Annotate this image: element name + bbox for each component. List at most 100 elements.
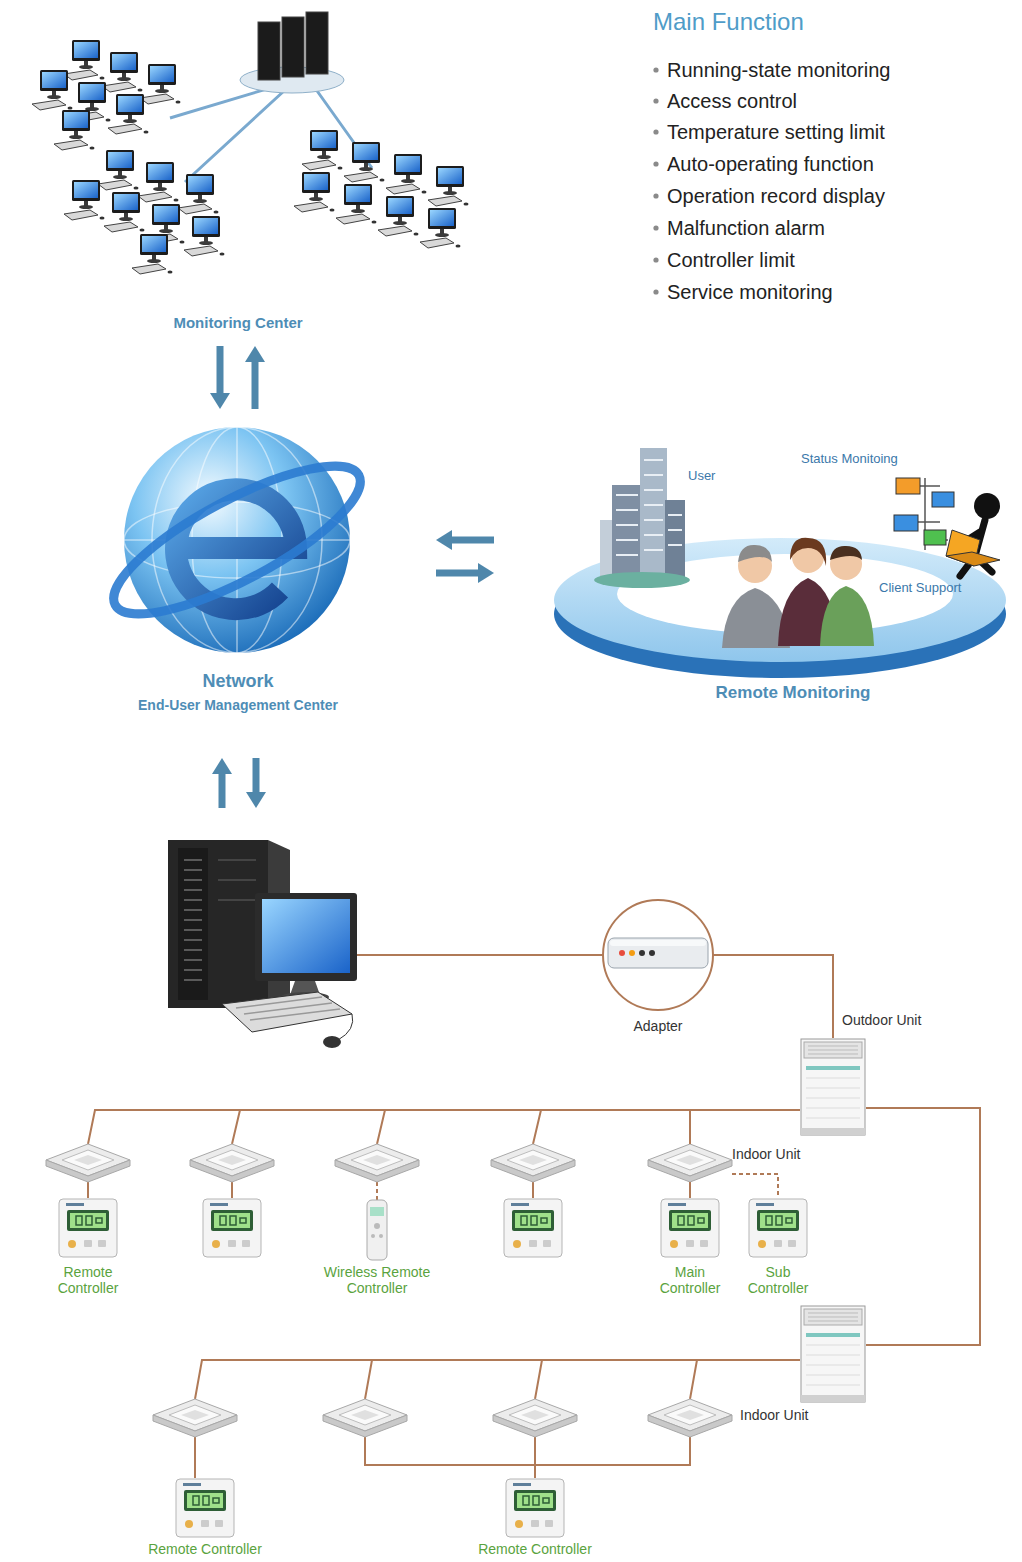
- node-label: Indoor Unit: [732, 1146, 800, 1163]
- remote-monitoring-art-part: [640, 448, 667, 578]
- bullet-dots-part: [653, 193, 658, 198]
- remote-monitoring: UserStatus MonitoingClient SupportRemote…: [494, 440, 1015, 710]
- monitoring-center-art-part: [282, 17, 304, 77]
- monitoring-center-art-part: [64, 40, 105, 80]
- monitoring-center-art-part: [140, 64, 181, 104]
- monitoring-center-art-part: [184, 216, 225, 256]
- remote-monitoring-art-part: [896, 478, 920, 494]
- adapter-art-part: [619, 950, 625, 956]
- function-item: Auto-operating function: [667, 152, 874, 176]
- node-label: Adapter: [603, 1018, 713, 1035]
- remote-monitoring-art-part: [894, 515, 918, 531]
- monitoring-center-art-part: [178, 174, 219, 214]
- function-item: Service monitoring: [667, 280, 833, 304]
- adapter-art-part: [608, 938, 708, 968]
- flow-arrow: [217, 346, 224, 393]
- link-arrows-part: [253, 758, 260, 792]
- network-globe-art: [96, 427, 377, 653]
- monitoring-center: Monitoring Center: [40, 0, 436, 338]
- part-label: User: [688, 468, 715, 484]
- server-computer-part: [262, 899, 350, 973]
- node-label: Remote Controller: [43, 1264, 133, 1296]
- remote-monitoring-art-part: [820, 586, 874, 646]
- wiring-part: [195, 1360, 800, 1399]
- monitoring-center-art-part: [294, 172, 335, 212]
- remote-monitoring-art-part: [790, 538, 826, 566]
- bullet-dots-part: [653, 98, 658, 103]
- server-computer-part: [236, 997, 340, 1020]
- node-title: Monitoring Center: [40, 314, 436, 332]
- part-label: Status Monitoing: [801, 451, 898, 467]
- function-item: Temperature setting limit: [667, 120, 885, 144]
- bullet-dots-part: [653, 225, 658, 230]
- node-label: Wireless Remote Controller: [315, 1264, 439, 1296]
- hvac-units-part: [749, 1199, 807, 1257]
- bullet-dots-part: [653, 67, 658, 72]
- hvac-units-part: [203, 1199, 261, 1257]
- hvac-units-part: [153, 1399, 237, 1437]
- remote-monitoring-art-part: [946, 552, 1000, 566]
- adapter-art-part: [649, 950, 655, 956]
- wiring-part: [88, 1110, 690, 1144]
- hvac-units-part: [504, 1199, 562, 1257]
- monitoring-center-art-part: [132, 234, 173, 274]
- node-subtitle: End-User Management Center: [110, 696, 366, 714]
- signal-wire: [732, 1174, 778, 1198]
- monitoring-center-art-part: [102, 52, 143, 92]
- server-computer-part: [323, 1036, 341, 1048]
- monitoring-center-art-part: [258, 22, 280, 80]
- network-globe-art-part: [176, 489, 296, 609]
- wiring-part: [866, 1108, 980, 1345]
- indoor-unit: Indoor Unit: [646, 1140, 734, 1182]
- function-item: Operation record display: [667, 184, 885, 208]
- wiring-part: [88, 1182, 533, 1198]
- node-label: Remote Controller: [130, 1541, 280, 1557]
- server-computer-part: [222, 992, 352, 1032]
- remote-controller: Remote Controller: [460, 1478, 610, 1559]
- hvac-units-part: [323, 1399, 407, 1437]
- link-arrows: [222, 758, 256, 808]
- main-controller: Main Controller: [648, 1198, 732, 1298]
- wireless-remote-controller: Wireless Remote Controller: [315, 1198, 439, 1298]
- wiring-part: [357, 954, 603, 956]
- flow-arrow: [252, 362, 259, 409]
- bullet-dots: [653, 67, 658, 294]
- hvac-units-part: [493, 1399, 577, 1437]
- node-title: Network: [110, 670, 366, 692]
- network-globe-art-part: [96, 440, 377, 640]
- hvac-units-part: [190, 1144, 274, 1182]
- monitoring-center-art-part: [108, 94, 149, 134]
- monitoring-center-art-part: [336, 184, 377, 224]
- network-globe-art-part-part: [152, 427, 322, 653]
- function-item: Controller limit: [667, 248, 795, 272]
- remote-controller: Remote Controller: [130, 1478, 280, 1559]
- network-center: NetworkEnd-User Management Center: [110, 415, 436, 715]
- hvac-units-part: [491, 1144, 575, 1182]
- adapter-art-part: [639, 950, 645, 956]
- hvac-units-part: [506, 1479, 564, 1537]
- server-computer-part: [218, 860, 256, 900]
- monitoring-center-art-part: [344, 142, 385, 182]
- signal-wire: [689, 1182, 691, 1198]
- label-layer: Main FunctionRunning-state monitoringAcc…: [0, 0, 1022, 220]
- node-label: Indoor Unit: [740, 1407, 808, 1424]
- flow-arrow: [436, 570, 478, 577]
- wiring-part: [365, 1360, 697, 1399]
- monitoring-center-art-part: [98, 150, 139, 190]
- hvac-units-part: [661, 1199, 719, 1257]
- monitoring-center-art-part: [104, 192, 145, 232]
- monitoring-center-art-part: [302, 130, 343, 170]
- remote-monitoring-art-part: [612, 485, 642, 578]
- wiring-part: [365, 1437, 690, 1465]
- server-computer-part: [255, 893, 357, 981]
- adapter: Adapter: [603, 900, 713, 1042]
- remote-monitoring-art-part: [830, 546, 862, 560]
- adapter-art-part: [603, 900, 713, 1010]
- hvac-units-part: [648, 1144, 732, 1182]
- monitoring-center-art-part: [32, 70, 73, 110]
- monitoring-center-art-part: [386, 154, 427, 194]
- node-label: Remote Controller: [460, 1541, 610, 1557]
